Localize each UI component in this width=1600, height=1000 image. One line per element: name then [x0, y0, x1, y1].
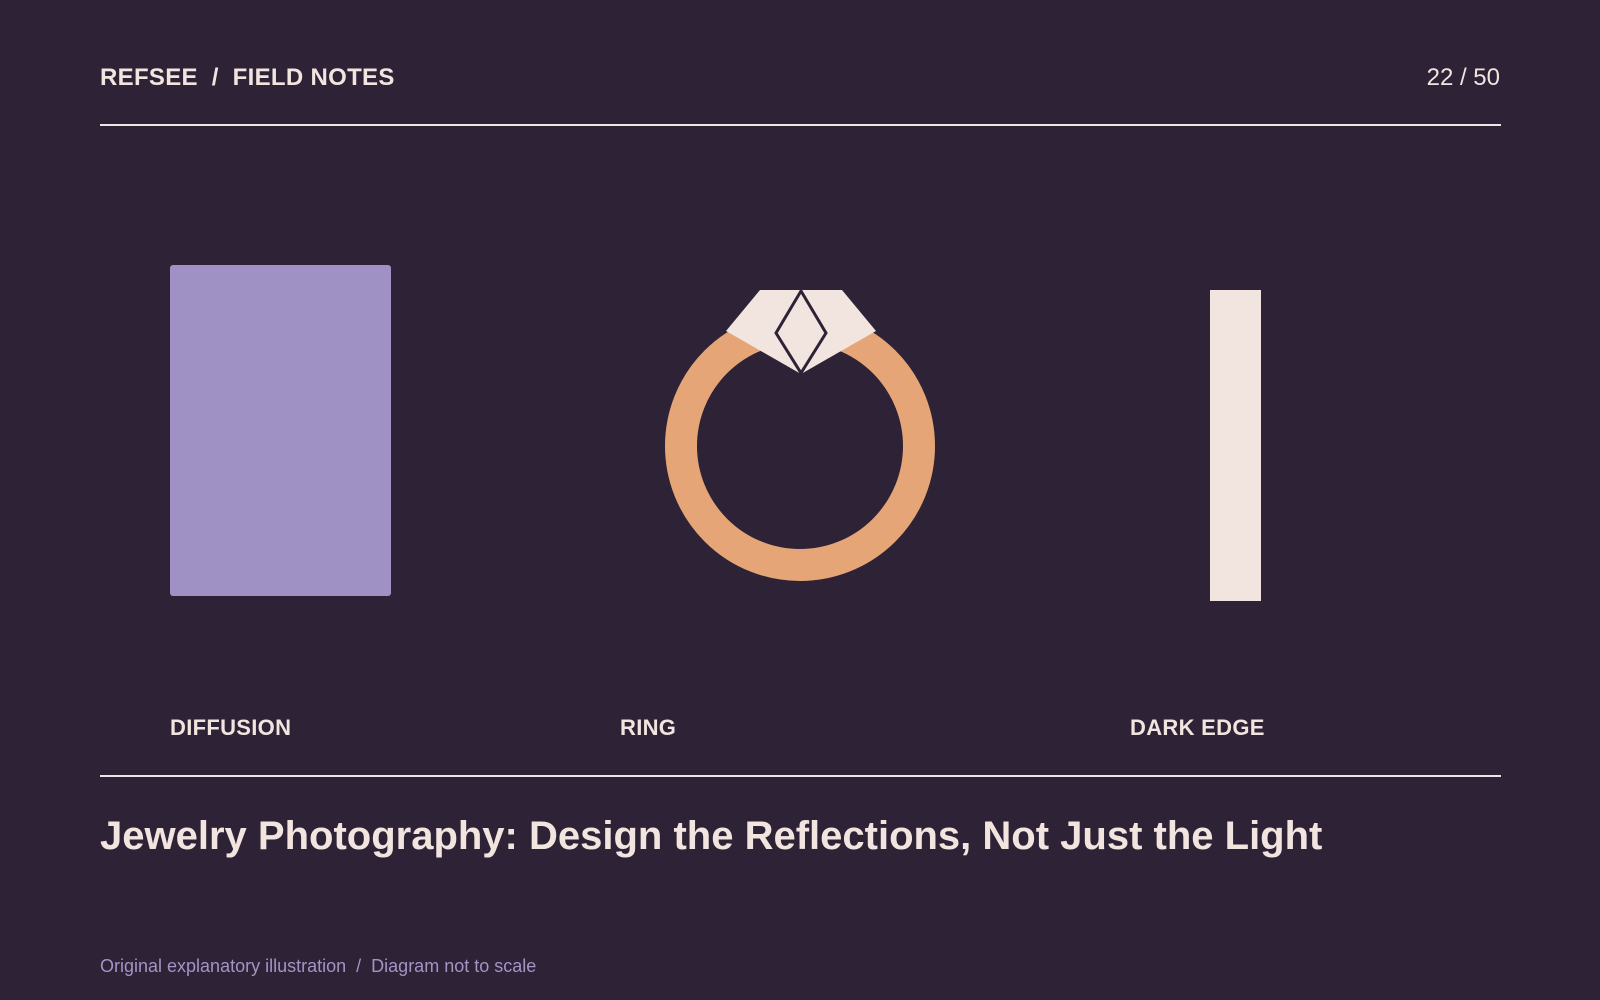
brand-name: REFSEE [100, 64, 198, 91]
footnote-separator: / [356, 956, 362, 976]
label-dark-edge: DARK EDGE [1130, 715, 1265, 740]
page-title: Jewelry Photography: Design the Reflecti… [100, 814, 1323, 858]
footnote-source: Original explanatory illustration [100, 956, 347, 976]
label-diffusion: DIFFUSION [170, 715, 292, 740]
header: REFSEE / FIELD NOTES 22 / 50 [100, 64, 1500, 104]
footnote: Original explanatory illustration / Diag… [100, 956, 536, 977]
ring-illustration [665, 288, 935, 581]
gem-highlight [726, 290, 876, 374]
breadcrumb: REFSEE / FIELD NOTES [100, 64, 395, 92]
dark-edge-strip [1210, 290, 1261, 601]
label-ring: RING [620, 715, 677, 740]
page-counter: 22 / 50 [1426, 64, 1500, 91]
gem-facet-outline [774, 288, 828, 376]
breadcrumb-separator: / [211, 64, 219, 91]
section-name: FIELD NOTES [232, 64, 395, 91]
footnote-scale-note: Diagram not to scale [371, 956, 537, 976]
diffusion-panel [170, 265, 391, 596]
caption-divider [100, 775, 1501, 777]
header-divider [100, 124, 1501, 126]
